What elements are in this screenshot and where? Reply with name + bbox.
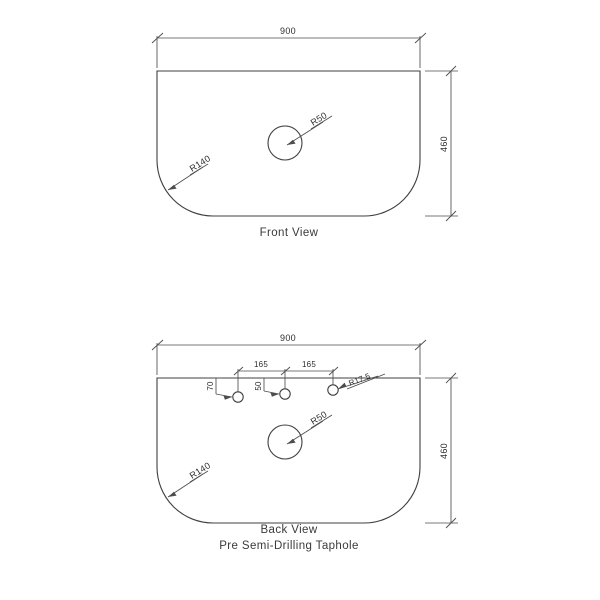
back-view-taphole-left: [232, 391, 244, 403]
back-view-group: R50 R140 R17.5 165 165 70: [151, 333, 458, 552]
back-view-r50-arrow: [287, 438, 296, 444]
back-view-r140-underline: [189, 470, 209, 483]
front-view-r50-underline: [310, 115, 333, 130]
back-view-offset50-arrow: [270, 392, 279, 397]
front-view-height-tick-top: [445, 65, 457, 77]
back-view-r140-label: R140: [188, 460, 213, 481]
back-view-offset70-leader: [215, 393, 233, 398]
back-view-taphole-center: [279, 388, 291, 400]
front-view-width-label: 900: [280, 26, 296, 36]
back-view-spacing-label-2: 165: [302, 360, 316, 369]
back-view-r175-arrow: [338, 382, 347, 389]
back-view-width-label: 900: [280, 333, 296, 343]
back-view-width-tick-right: [414, 339, 427, 351]
back-view-r175-underline: [346, 373, 386, 390]
front-view-height-label: 460: [439, 136, 449, 152]
back-view-height-tick-bottom: [445, 517, 457, 529]
back-view-center-hole: [267, 424, 303, 460]
back-view-offset50-label: 50: [254, 381, 263, 391]
back-view-caption-line2: Pre Semi-Drilling Taphole: [219, 540, 359, 552]
back-view-r140-arrow: [168, 491, 177, 497]
back-view-spacing-tick-3: [328, 366, 339, 376]
back-view-height-label: 460: [439, 443, 449, 459]
back-view-taphole-right: [327, 384, 339, 396]
front-view-r140-label: R140: [188, 153, 213, 174]
front-view-basin-outline: [156, 70, 421, 217]
back-view-height-tick-top: [445, 372, 457, 384]
back-view-r175-label: R17.5: [347, 371, 371, 388]
back-view-basin-outline: [156, 377, 421, 524]
front-view-r50-arrow: [287, 139, 296, 145]
front-view-r140-underline: [189, 163, 209, 176]
front-view-height-tick-bottom: [445, 210, 457, 222]
front-view-r140-arrow: [168, 184, 177, 190]
back-view-r50-underline: [310, 414, 333, 429]
back-view-offset50-leader: [263, 390, 280, 395]
front-view-width-tick-right: [414, 32, 427, 44]
back-view-spacing-tick-1: [233, 366, 244, 376]
back-view-offset70-arrow: [223, 395, 232, 400]
front-view-center-hole: [267, 125, 303, 161]
front-view-group: R50 R140 900 460 Front View: [151, 26, 458, 239]
back-view-offset70-label: 70: [206, 381, 215, 391]
front-view-width-tick-left: [151, 32, 164, 44]
back-view-spacing-label-1: 165: [254, 360, 268, 369]
back-view-spacing-tick-2: [280, 366, 291, 376]
front-view-caption: Front View: [260, 227, 319, 239]
back-view-width-tick-left: [151, 339, 164, 351]
back-view-caption: Back View: [260, 524, 317, 536]
